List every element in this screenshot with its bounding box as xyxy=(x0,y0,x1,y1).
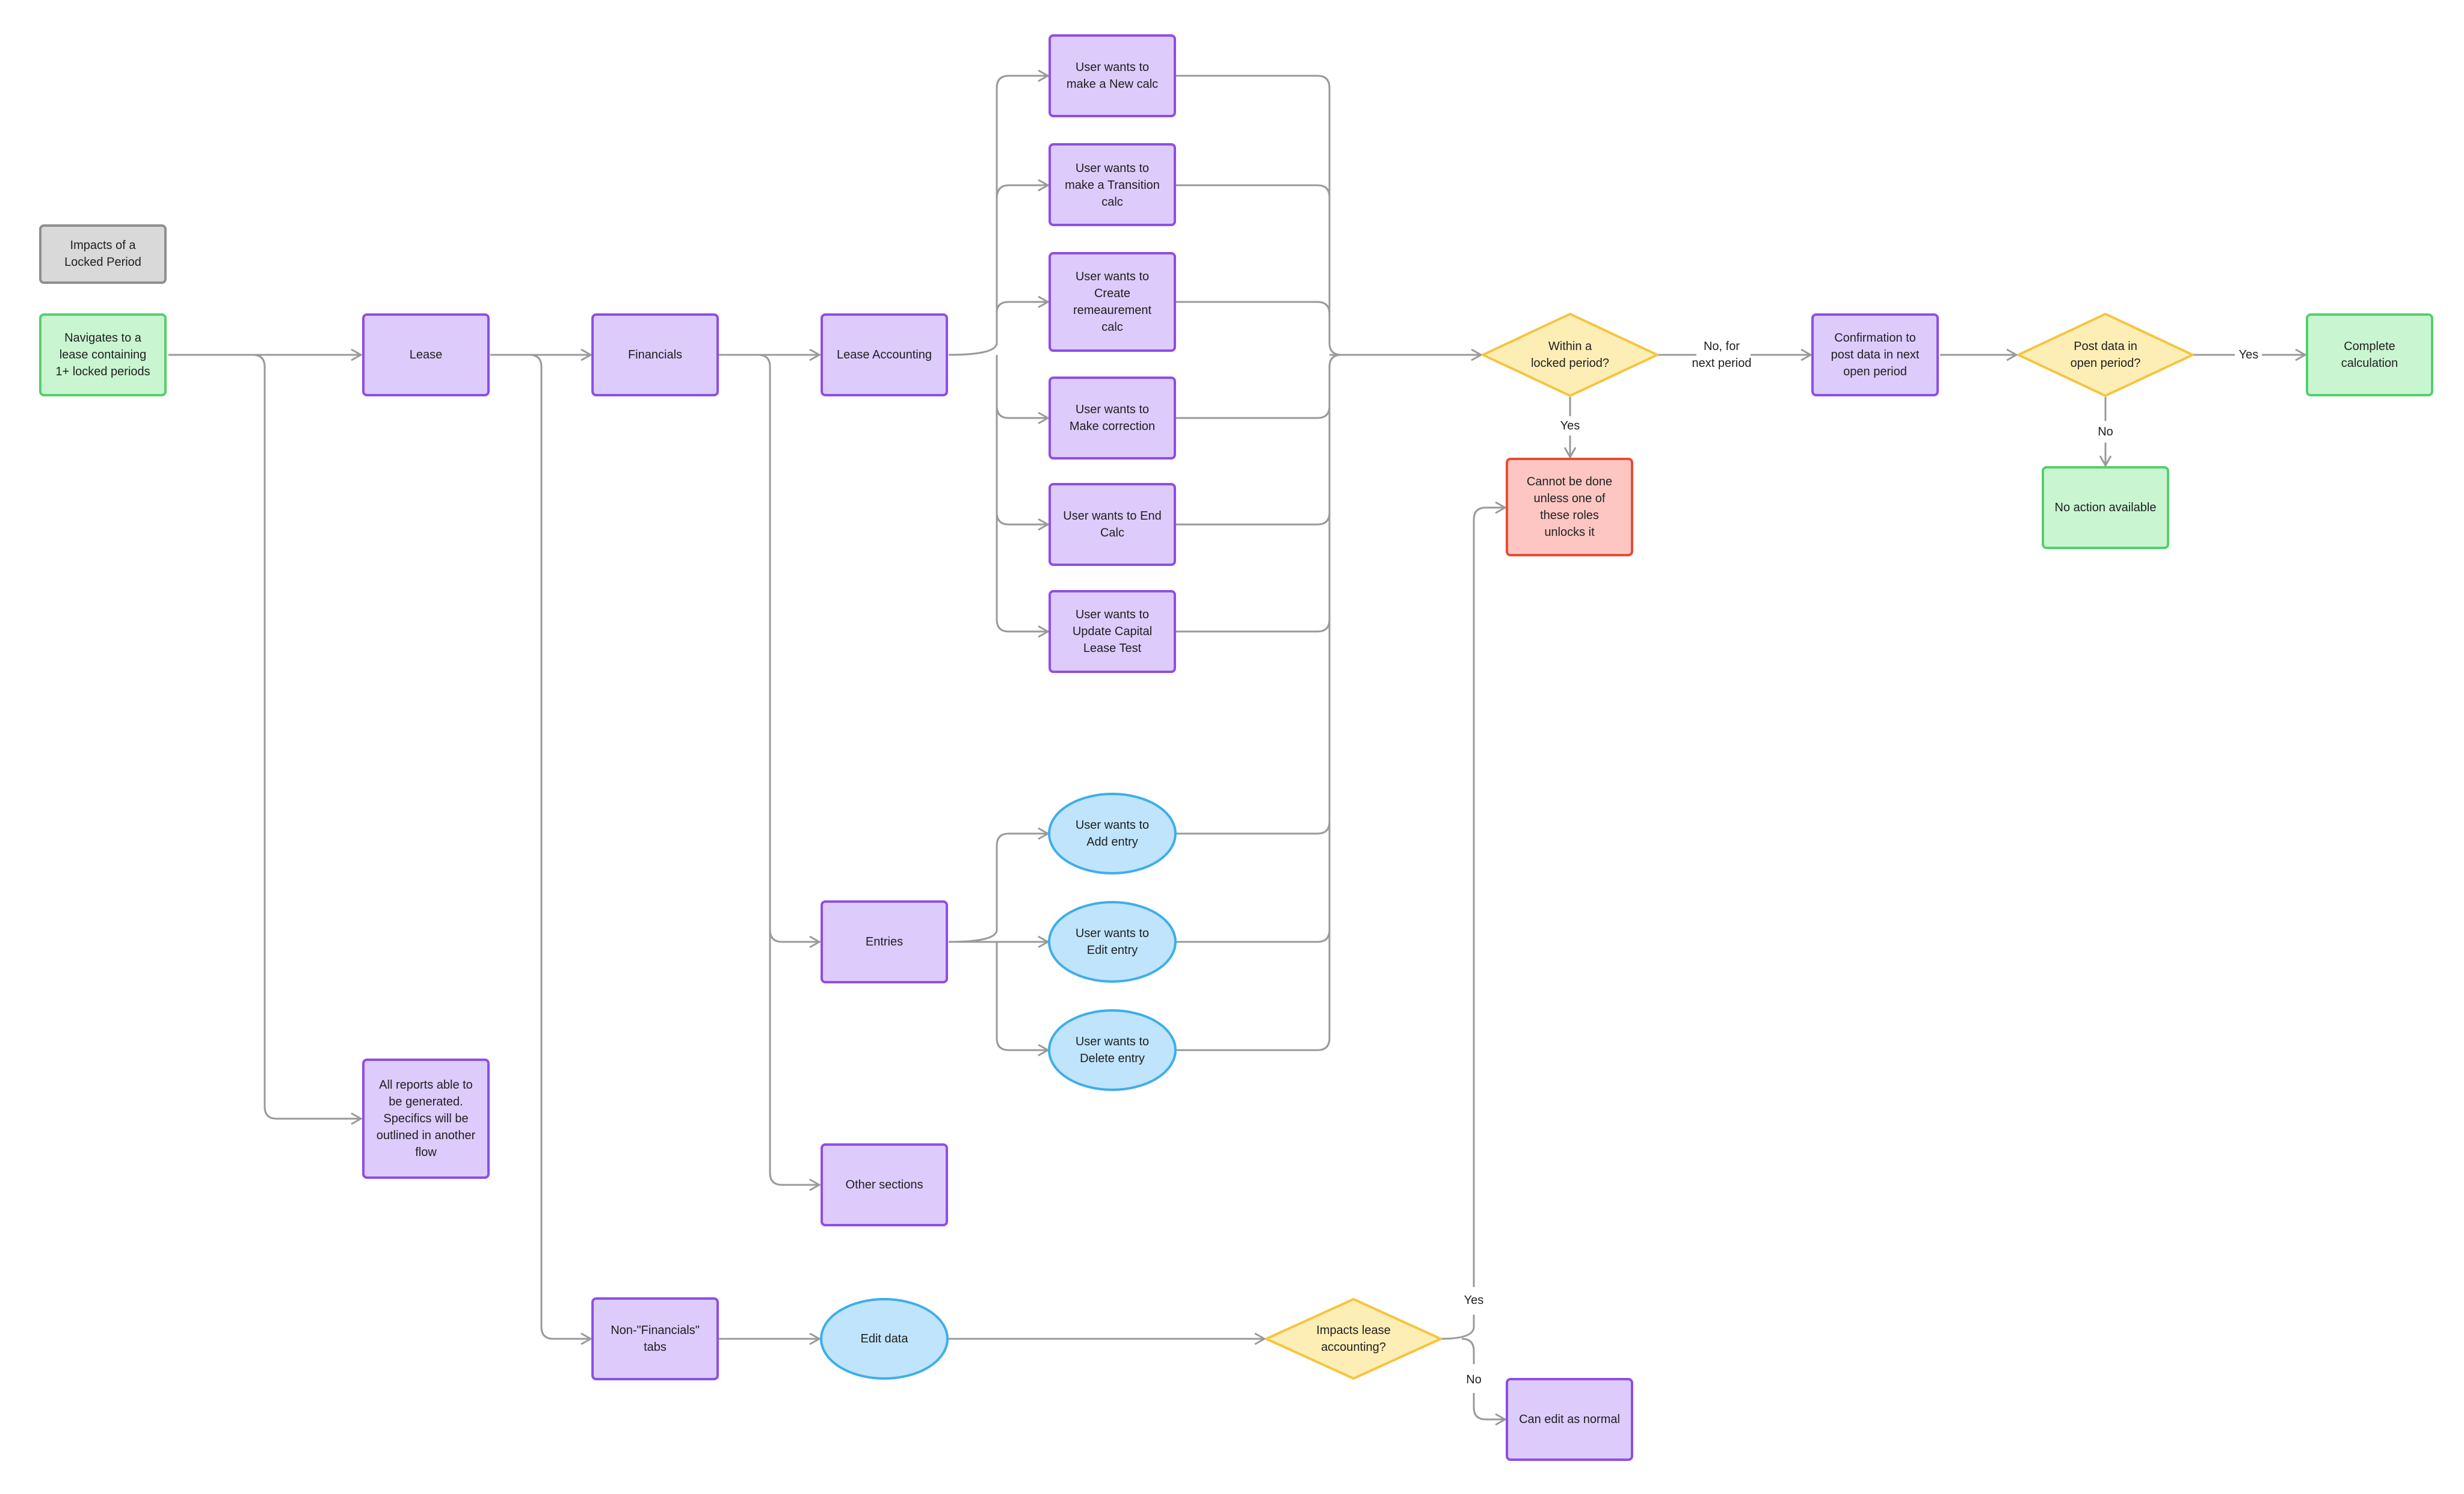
node-lease-accounting xyxy=(821,313,948,396)
edge-edit-merge xyxy=(1176,929,1331,943)
node-within-locked xyxy=(1482,313,1659,397)
node-lease xyxy=(362,313,490,396)
node-entries xyxy=(821,900,948,983)
node-financials xyxy=(591,313,719,396)
edge-delete-merge xyxy=(1176,367,1331,1051)
node-transition-calc xyxy=(1049,143,1176,226)
label-within-yes: Yes xyxy=(1560,419,1580,432)
label-post-yes: Yes xyxy=(2239,348,2259,361)
edge-impacts-yes-arrow xyxy=(1473,501,1508,1287)
node-post-data-open xyxy=(2017,313,2194,397)
label-impacts-no: No xyxy=(1466,1373,1482,1386)
edge-fin-other xyxy=(769,930,822,1191)
edge-impacts-no xyxy=(1461,1338,1475,1364)
node-edit-entry xyxy=(1048,901,1177,983)
node-complete-calc xyxy=(2306,313,2433,396)
node-new-calc xyxy=(1049,34,1176,117)
connectors xyxy=(168,69,2308,1426)
node-lease-text: Lease xyxy=(410,348,443,361)
node-remeasurement-calc xyxy=(1049,252,1176,352)
edge-la-capital xyxy=(996,512,1050,638)
edge-new-merge xyxy=(1176,75,1342,356)
node-entries-text: Entries xyxy=(866,935,903,948)
node-capital-lease-test xyxy=(1049,590,1176,673)
node-all-reports xyxy=(362,1059,490,1179)
edge-endcalc-merge xyxy=(1176,512,1331,526)
node-start xyxy=(39,313,167,396)
edge-add-merge xyxy=(1176,821,1331,835)
edge-capital-merge xyxy=(1176,619,1331,633)
node-cannot-be-done xyxy=(1506,458,1633,556)
node-lease-accounting-text: Lease Accounting xyxy=(837,348,932,361)
node-non-financials-text: Non-"Financials"tabs xyxy=(611,1324,700,1354)
edge-start-reports xyxy=(252,354,363,1125)
node-financials-text: Financials xyxy=(628,348,682,361)
node-edit-data-text: Edit data xyxy=(861,1332,909,1345)
label-post-no: No xyxy=(2098,425,2113,438)
edge-la-remeasure xyxy=(996,295,1050,313)
edge-la-transition xyxy=(996,179,1050,199)
legend-box xyxy=(39,224,167,284)
node-other-sections xyxy=(821,1143,948,1226)
node-impacts-lease-accounting xyxy=(1265,1298,1442,1380)
node-confirmation xyxy=(1811,313,1939,396)
node-other-sections-text: Other sections xyxy=(846,1178,923,1191)
edge-lease-nonfin xyxy=(529,354,593,1345)
node-non-financials xyxy=(591,1297,719,1380)
node-delete-entry xyxy=(1048,1009,1177,1091)
node-no-action-text: No action available xyxy=(2055,501,2157,514)
edge-la-correction xyxy=(996,355,1050,425)
edge-la-new xyxy=(948,69,1050,356)
edge-remeasure-merge xyxy=(1176,301,1331,315)
label-impacts-yes: Yes xyxy=(1464,1294,1484,1307)
node-make-correction xyxy=(1049,377,1176,460)
edge-correction-merge xyxy=(1176,354,1342,419)
edge-impacts-no-arrow xyxy=(1473,1393,1508,1426)
node-no-action xyxy=(2042,466,2169,549)
edge-impacts-yes xyxy=(1440,1315,1475,1340)
node-can-edit-normal xyxy=(1506,1378,1633,1461)
node-end-calc xyxy=(1049,483,1176,566)
edge-en-add xyxy=(948,827,1050,943)
node-edit-data xyxy=(820,1298,949,1380)
node-add-entry xyxy=(1048,793,1177,875)
edge-fin-entries xyxy=(757,354,822,948)
edge-transition-merge xyxy=(1176,184,1331,198)
edge-la-endcalc xyxy=(996,406,1050,531)
edge-en-delete xyxy=(996,942,1050,1057)
node-can-edit-normal-text: Can edit as normal xyxy=(1519,1413,1620,1426)
